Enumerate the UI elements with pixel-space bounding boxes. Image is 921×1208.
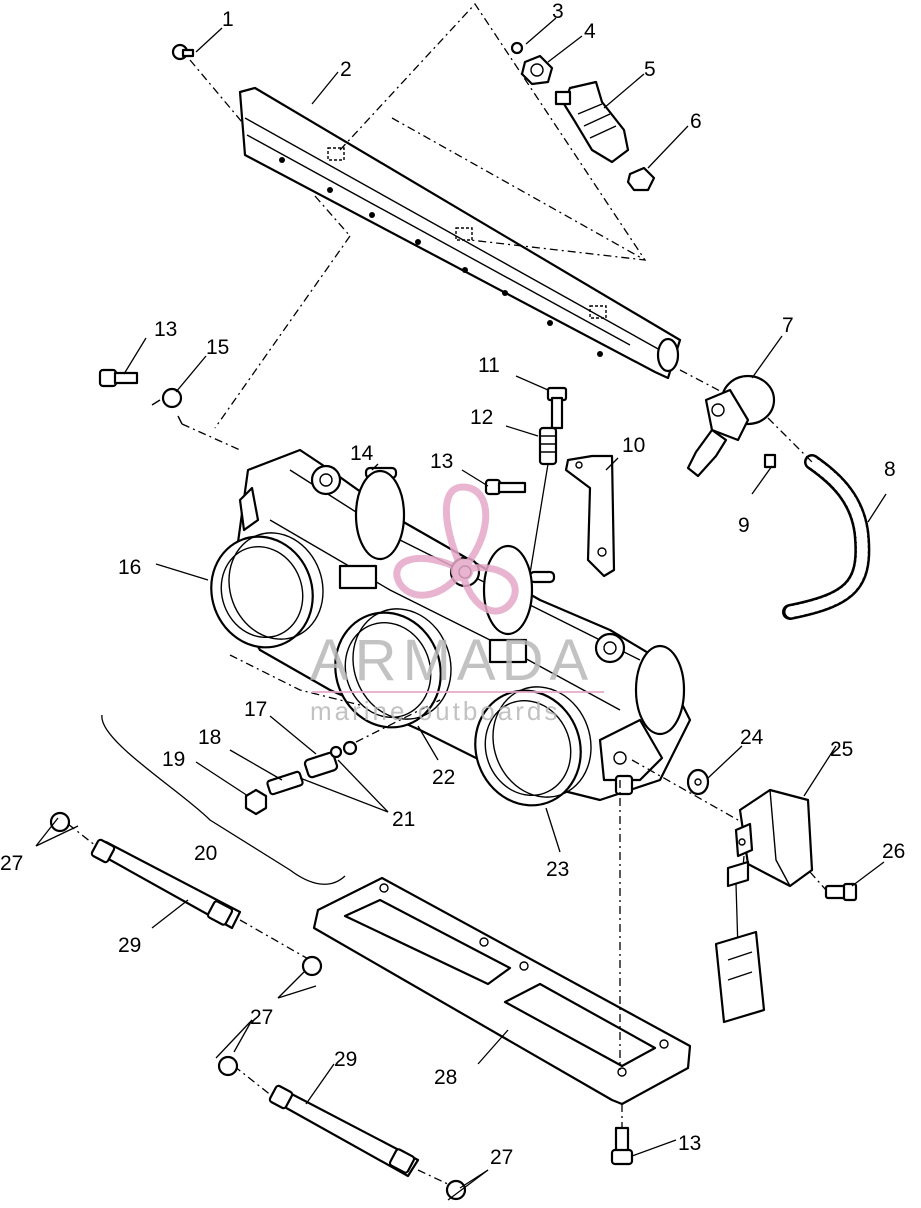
callout-5: 5 xyxy=(644,58,656,81)
shaft-29-upper xyxy=(90,838,242,930)
callout-25: 25 xyxy=(830,738,853,761)
callout-29-upper: 29 xyxy=(118,934,141,957)
callout-19: 19 xyxy=(162,748,185,771)
callout-22: 22 xyxy=(432,766,455,789)
callout-4: 4 xyxy=(584,20,596,43)
bolt-13-center xyxy=(484,478,527,496)
grommet-4 xyxy=(520,54,554,86)
callout-26: 26 xyxy=(882,840,905,863)
callout-2: 2 xyxy=(340,58,352,81)
callout-24: 24 xyxy=(740,726,764,749)
clip-27-mid-right xyxy=(301,955,323,977)
callout-23: 23 xyxy=(546,858,569,881)
washer-24 xyxy=(686,768,710,796)
callout-18: 18 xyxy=(198,726,221,749)
armada-watermark: ARMADA marine outboards xyxy=(310,483,604,726)
shaft-29-lower xyxy=(268,1084,420,1178)
o-ring-3 xyxy=(510,41,524,55)
leader-lines xyxy=(35,17,887,1201)
spring-12 xyxy=(538,426,558,466)
watermark-title: ARMADA xyxy=(310,628,594,693)
callout-29-lower: 29 xyxy=(334,1048,357,1071)
screw-9 xyxy=(763,453,777,469)
bolt-13-bottom xyxy=(610,1126,634,1166)
callout-9: 9 xyxy=(738,514,750,537)
screw-26 xyxy=(824,882,858,902)
pin-14-second xyxy=(528,570,556,584)
watermark-subtitle: marine outboards xyxy=(310,696,560,726)
callout-8: 8 xyxy=(884,458,896,481)
callout-27-lower-right: 27 xyxy=(490,1146,513,1169)
clip-27-lower-left xyxy=(217,1055,239,1077)
callout-16: 16 xyxy=(118,556,141,579)
pressure-regulator-7 xyxy=(686,374,776,478)
callout-11: 11 xyxy=(478,354,500,377)
intake-ring-22 xyxy=(334,608,452,729)
hose-8 xyxy=(782,454,871,620)
fuel-injector-5 xyxy=(554,80,630,164)
callout-12: 12 xyxy=(470,406,493,429)
bolt-11 xyxy=(546,386,568,430)
callout-13-upper-left: 13 xyxy=(154,318,177,341)
mounting-plate-28 xyxy=(312,876,692,1106)
nut-19 xyxy=(244,788,268,816)
intake-ring-16 xyxy=(210,532,324,649)
callout-21: 21 xyxy=(392,808,415,831)
o-ring-21 xyxy=(329,740,358,759)
screw-1 xyxy=(171,43,195,61)
screw-18 xyxy=(266,770,304,796)
spring-17 xyxy=(303,751,339,779)
throttle-body xyxy=(228,448,692,802)
callout-7: 7 xyxy=(782,314,794,337)
bracket-10 xyxy=(564,454,616,578)
cap-6 xyxy=(626,166,656,192)
callout-10: 10 xyxy=(622,434,645,457)
callout-13-bottom: 13 xyxy=(678,1132,701,1155)
clip-27-upper-left xyxy=(49,811,71,833)
callout-17: 17 xyxy=(244,698,267,721)
callout-27-mid-right: 27 xyxy=(250,1006,273,1029)
callout-13-center: 13 xyxy=(430,450,453,473)
callout-14: 14 xyxy=(350,442,374,465)
clip-15 xyxy=(151,387,183,425)
throttle-position-sensor-25 xyxy=(714,788,814,1024)
clip-27-lower-right xyxy=(445,1179,467,1201)
bolt-13-upper-left xyxy=(98,368,139,388)
callout-20: 20 xyxy=(194,842,217,865)
callout-15: 15 xyxy=(206,336,229,359)
callout-28: 28 xyxy=(434,1066,457,1089)
callout-27-upper-left: 27 xyxy=(0,852,23,875)
armada-logo-icon xyxy=(393,483,519,615)
callout-6: 6 xyxy=(690,110,702,133)
callout-labels: 1 2 3 4 5 6 7 8 9 10 11 12 13 13 13 14 1… xyxy=(0,0,905,1169)
callout-3: 3 xyxy=(552,0,564,23)
callout-1: 1 xyxy=(222,8,234,31)
intake-ring-23 xyxy=(474,686,592,807)
fuel-rail xyxy=(238,86,682,380)
